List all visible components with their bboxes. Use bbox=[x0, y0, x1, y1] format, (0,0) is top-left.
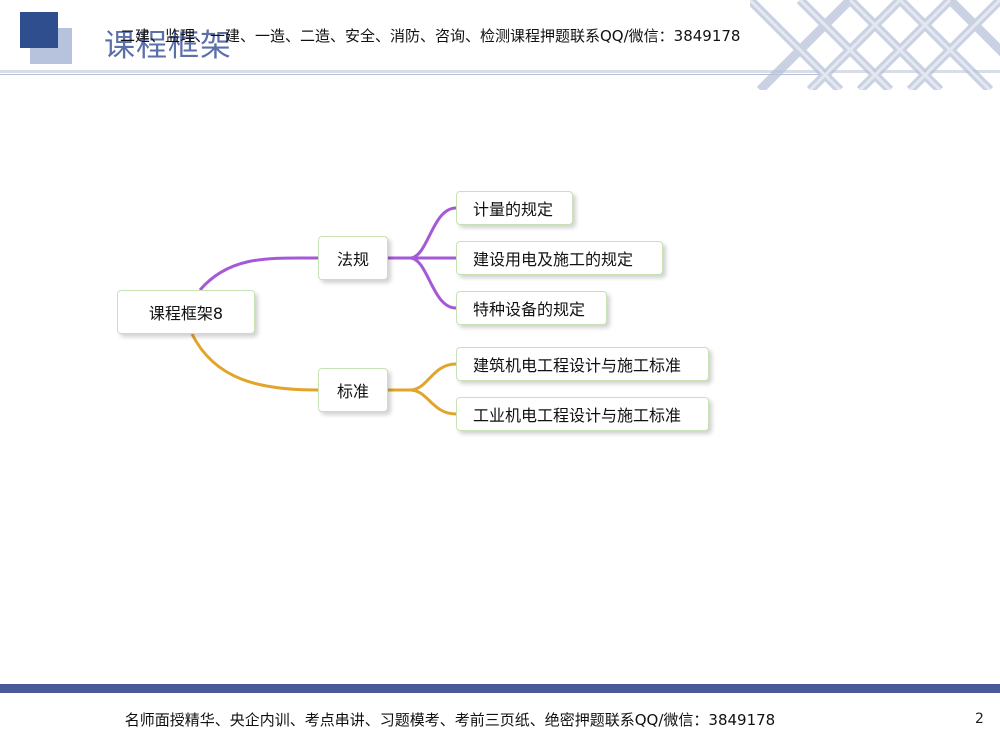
footer-bar bbox=[0, 684, 1000, 693]
connector-standards-child-1 bbox=[388, 362, 457, 392]
branch-node-regulations: 法规 bbox=[318, 236, 388, 280]
connector-regulations-child-1 bbox=[388, 206, 457, 260]
leaf-node-construction-electricity-rules: 建设用电及施工的规定 bbox=[456, 241, 663, 275]
footer-text: 名师面授精华、央企内训、考点串讲、习题模考、考前三页纸、绝密押题联系QQ/微信：… bbox=[124, 711, 776, 729]
slide-header: 课程框架 二建、监理、一建、一造、二造、安全、消防、咨询、检测课程押题联系QQ/… bbox=[0, 0, 1000, 90]
header-banner-text: 二建、监理、一建、一造、二造、安全、消防、咨询、检测课程押题联系QQ/微信：38… bbox=[120, 27, 741, 45]
connector-root-standards bbox=[190, 333, 319, 392]
slide-title: 课程框架 bbox=[104, 28, 232, 64]
header-divider-thin bbox=[0, 74, 820, 75]
leaf-node-special-equipment-rules: 特种设备的规定 bbox=[456, 291, 607, 325]
connector-standards-child-2 bbox=[409, 388, 457, 416]
header-divider bbox=[0, 70, 1000, 73]
leaf-node-building-mep-standards: 建筑机电工程设计与施工标准 bbox=[456, 347, 709, 381]
decor-square-dark bbox=[20, 12, 58, 48]
mindmap-root-node: 课程框架8 bbox=[117, 290, 255, 334]
leaf-node-industrial-mep-standards: 工业机电工程设计与施工标准 bbox=[456, 397, 709, 431]
lattice-pattern-decor bbox=[750, 0, 1000, 90]
page-number: 2 bbox=[975, 711, 984, 727]
branch-node-standards: 标准 bbox=[318, 368, 388, 412]
leaf-node-measurement-rules: 计量的规定 bbox=[456, 191, 573, 225]
connector-root-regulations bbox=[198, 256, 319, 291]
connector-regulations-child-3 bbox=[409, 256, 457, 310]
